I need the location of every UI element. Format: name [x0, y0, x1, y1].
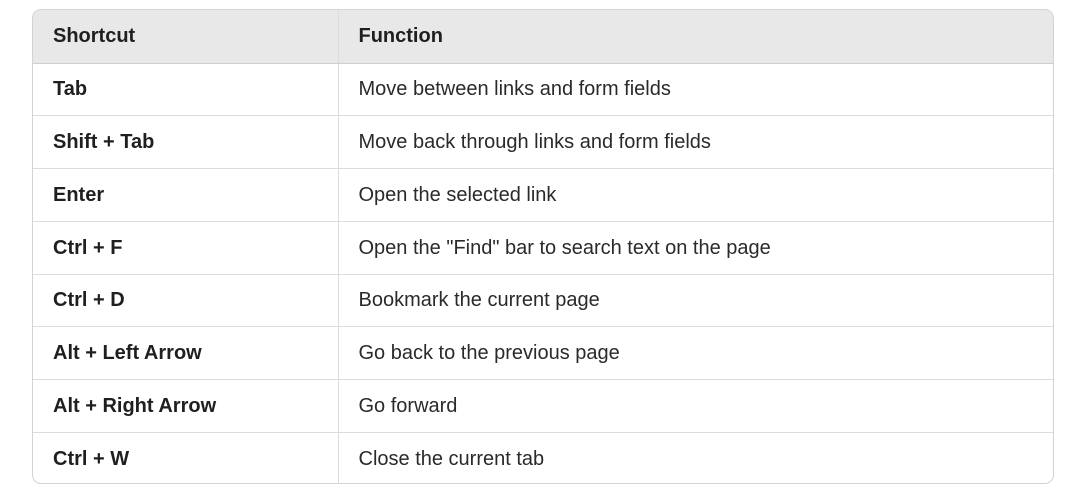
- table-row: Shift + Tab Move back through links and …: [33, 115, 1053, 169]
- table-row: Alt + Right Arrow Go forward: [33, 379, 1053, 433]
- shortcut-cell: Tab: [33, 63, 339, 116]
- header-row: Shortcut Function: [33, 10, 1053, 64]
- shortcut-cell: Ctrl + D: [33, 273, 339, 327]
- header-shortcut: Shortcut: [33, 10, 339, 64]
- shortcuts-table: Shortcut Function Tab Move between links…: [33, 10, 1053, 483]
- function-cell: Close the current tab: [338, 431, 1053, 483]
- shortcut-cell: Ctrl + F: [33, 220, 339, 274]
- shortcut-cell: Shift + Tab: [33, 115, 339, 169]
- function-cell: Go forward: [338, 379, 1053, 433]
- function-cell: Move between links and form fields: [358, 78, 671, 101]
- table-body: Tab Move between links and form fields S…: [33, 63, 1053, 483]
- table-row: Enter Open the selected link: [33, 168, 1053, 222]
- table-row: Ctrl + D Bookmark the current page: [33, 273, 1053, 327]
- table-header: Shortcut Function: [33, 10, 1053, 64]
- shortcuts-table-container: Shortcut Function Tab Move between links…: [32, 9, 1054, 484]
- table-row: Ctrl + W Close the current tab: [33, 431, 1053, 483]
- table-row: Ctrl + F Open the "Find" bar to search t…: [33, 220, 1053, 274]
- shortcut-cell: Alt + Right Arrow: [33, 379, 339, 433]
- function-cell: Bookmark the current page: [338, 273, 1053, 327]
- shortcut-cell: Alt + Left Arrow: [33, 326, 339, 380]
- shortcut-cell: Ctrl + W: [33, 431, 339, 483]
- function-cell: Open the selected link: [338, 168, 1053, 222]
- header-function: Function: [338, 10, 1053, 64]
- function-cell: Go back to the previous page: [338, 326, 1053, 380]
- shortcut-cell: Enter: [33, 168, 339, 222]
- table-row: Tab Move between links and form fields: [33, 63, 1053, 116]
- function-cell: Move back through links and form fields: [338, 115, 1053, 169]
- table-row: Alt + Left Arrow Go back to the previous…: [33, 326, 1053, 380]
- function-cell: Open the "Find" bar to search text on th…: [338, 220, 1053, 274]
